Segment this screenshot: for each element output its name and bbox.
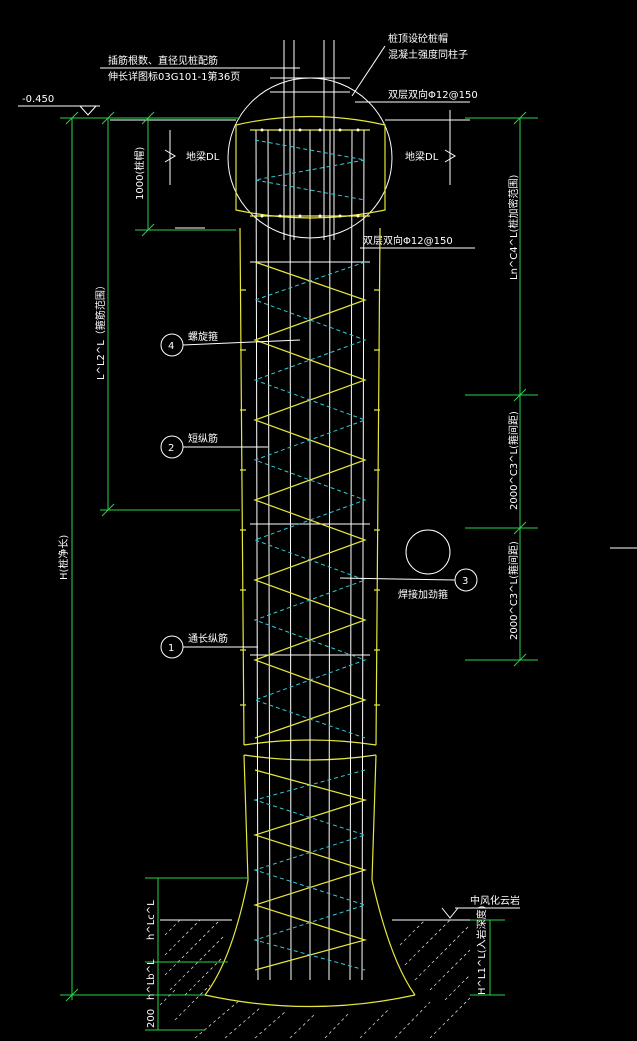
callout-2-label: 短纵筋 [188,432,218,445]
top-notes: 插筋根数、直径见桩配筋 伸长详图标03G101-1第36页 桩顶设砼桩帽 混凝土… [100,32,478,103]
rock-label: 中风化云岩 [470,894,520,907]
note-concrete: 混凝土强度同柱子 [388,48,468,61]
elevation-marker: -0.450 [18,94,100,116]
callout-4-number: 4 [168,341,174,352]
elevation-text: -0.450 [22,94,54,105]
hlb-label: h^Lb^L [146,959,157,1000]
hlc-label: h^Lc^L [146,900,157,940]
callout-4-label: 螺旋箍 [188,330,218,343]
rock-depth-label: H^L1^L(入岩深度) [475,905,488,995]
d2-dim-label: 2000^C3^L(箍间距) [507,541,520,640]
note-detail-ref: 伸长详图标03G101-1第36页 [108,70,240,83]
spiral-stirrup [253,139,368,971]
rock-hatching [159,919,471,1039]
callout-1-label: 通长纵筋 [188,632,228,645]
dl-left-label: 地梁DL [186,150,220,163]
longitudinal-bars [250,129,370,981]
mesh-bottom-label: 双层双向Φ12@150 [363,234,453,247]
ground-beams: 地梁DL 地梁DL 双层双向Φ12@150 [110,110,475,249]
callouts: 4 螺旋箍 2 短纵筋 3 焊接加劲箍 1 通长纵筋 [160,330,478,659]
d200-label: 200 [146,1009,157,1028]
l2-dim-label: L^L2^L（箍筋范围） [94,280,107,380]
right-dimensions: Ln^C4^L(桩加密范围) 2000^C3^L(箍间距) 2000^C3^L(… [441,111,637,996]
note-rebar: 插筋根数、直径见桩配筋 [108,54,218,67]
callout-3-label: 焊接加劲箍 [398,588,448,601]
callout-2-number: 2 [168,443,174,454]
mesh-top-label: 双层双向Φ12@150 [388,88,478,101]
left-dimensions: H(桩净长) L^L2^L（箍筋范围） 1000(桩帽) h^Lc^L h^Lb… [57,111,248,1031]
pile-cap [227,40,393,240]
h-dim-label: H(桩净长) [57,535,70,580]
d1-dim-label: 2000^C3^L(箍间距) [507,411,520,510]
dl-right-label: 地梁DL [405,150,439,163]
callout-1-number: 1 [168,643,174,654]
note-cap: 桩顶设砼桩帽 [388,32,448,45]
callout-3-number: 3 [462,576,468,587]
ln-dim-label: Ln^C4^L(桩加密范围) [507,175,520,280]
cap-height-label: 1000(桩帽) [133,147,146,200]
